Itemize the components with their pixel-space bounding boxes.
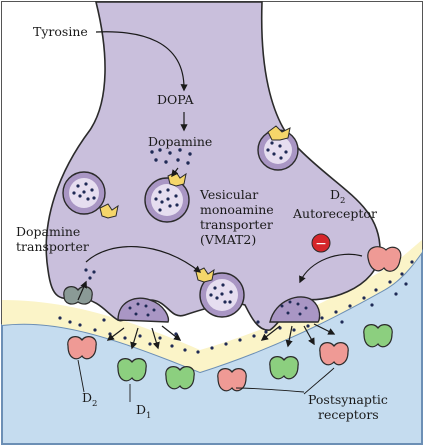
postsynaptic-receptor-d2-right <box>319 342 349 366</box>
label-d2-postsynaptic: D2 <box>82 390 97 409</box>
cytoplasmic-dopamine-dots <box>84 148 192 280</box>
inhibition-symbol: − <box>315 236 327 252</box>
label-dopa: DOPA <box>157 92 195 107</box>
synaptic-cleft <box>2 240 422 372</box>
postsynaptic-receptor-d1-center <box>165 366 195 390</box>
label-postsynaptic-line2: receptors <box>318 407 379 422</box>
d2-autoreceptor-icon <box>367 246 402 272</box>
label-tyrosine: Tyrosine <box>33 24 88 39</box>
vesicle-dopamine-dots <box>72 141 308 317</box>
postsynaptic-receptor-d2-center <box>217 368 247 392</box>
postsynaptic-receptor-d1-left <box>117 358 147 382</box>
label-vmat-line3: transporter <box>200 217 273 232</box>
inhibition-minus-icon: − <box>311 233 331 253</box>
presynaptic-terminal <box>45 1 381 331</box>
label-vmat-line1: Vesicular <box>199 187 258 202</box>
fusing-vesicle-right <box>269 296 321 323</box>
postsynaptic-receptor-d1-far-right <box>363 324 393 348</box>
label-autoreceptor: Autoreceptor <box>292 206 377 221</box>
label-dopamine: Dopamine <box>148 134 212 149</box>
label-postsynaptic-line1: Postsynaptic <box>308 392 388 407</box>
label-d1-postsynaptic: D1 <box>136 402 151 421</box>
pathway-arrows <box>77 31 363 350</box>
label-vmat-line4: (VMAT2) <box>200 232 256 247</box>
label-vmat-line2: monoamine <box>200 202 274 217</box>
postsynaptic-receptor-d1-right <box>269 356 299 380</box>
leader-lines <box>77 359 335 402</box>
label-d2-autoreceptor: D2 <box>330 187 345 206</box>
label-dat-line2: transporter <box>16 239 89 254</box>
label-dat-line1: Dopamine <box>16 224 80 239</box>
fusing-vesicle-left <box>117 297 170 323</box>
dopamine-transporter-icon <box>63 286 93 305</box>
postsynaptic-receptor-d2-left <box>67 336 97 360</box>
